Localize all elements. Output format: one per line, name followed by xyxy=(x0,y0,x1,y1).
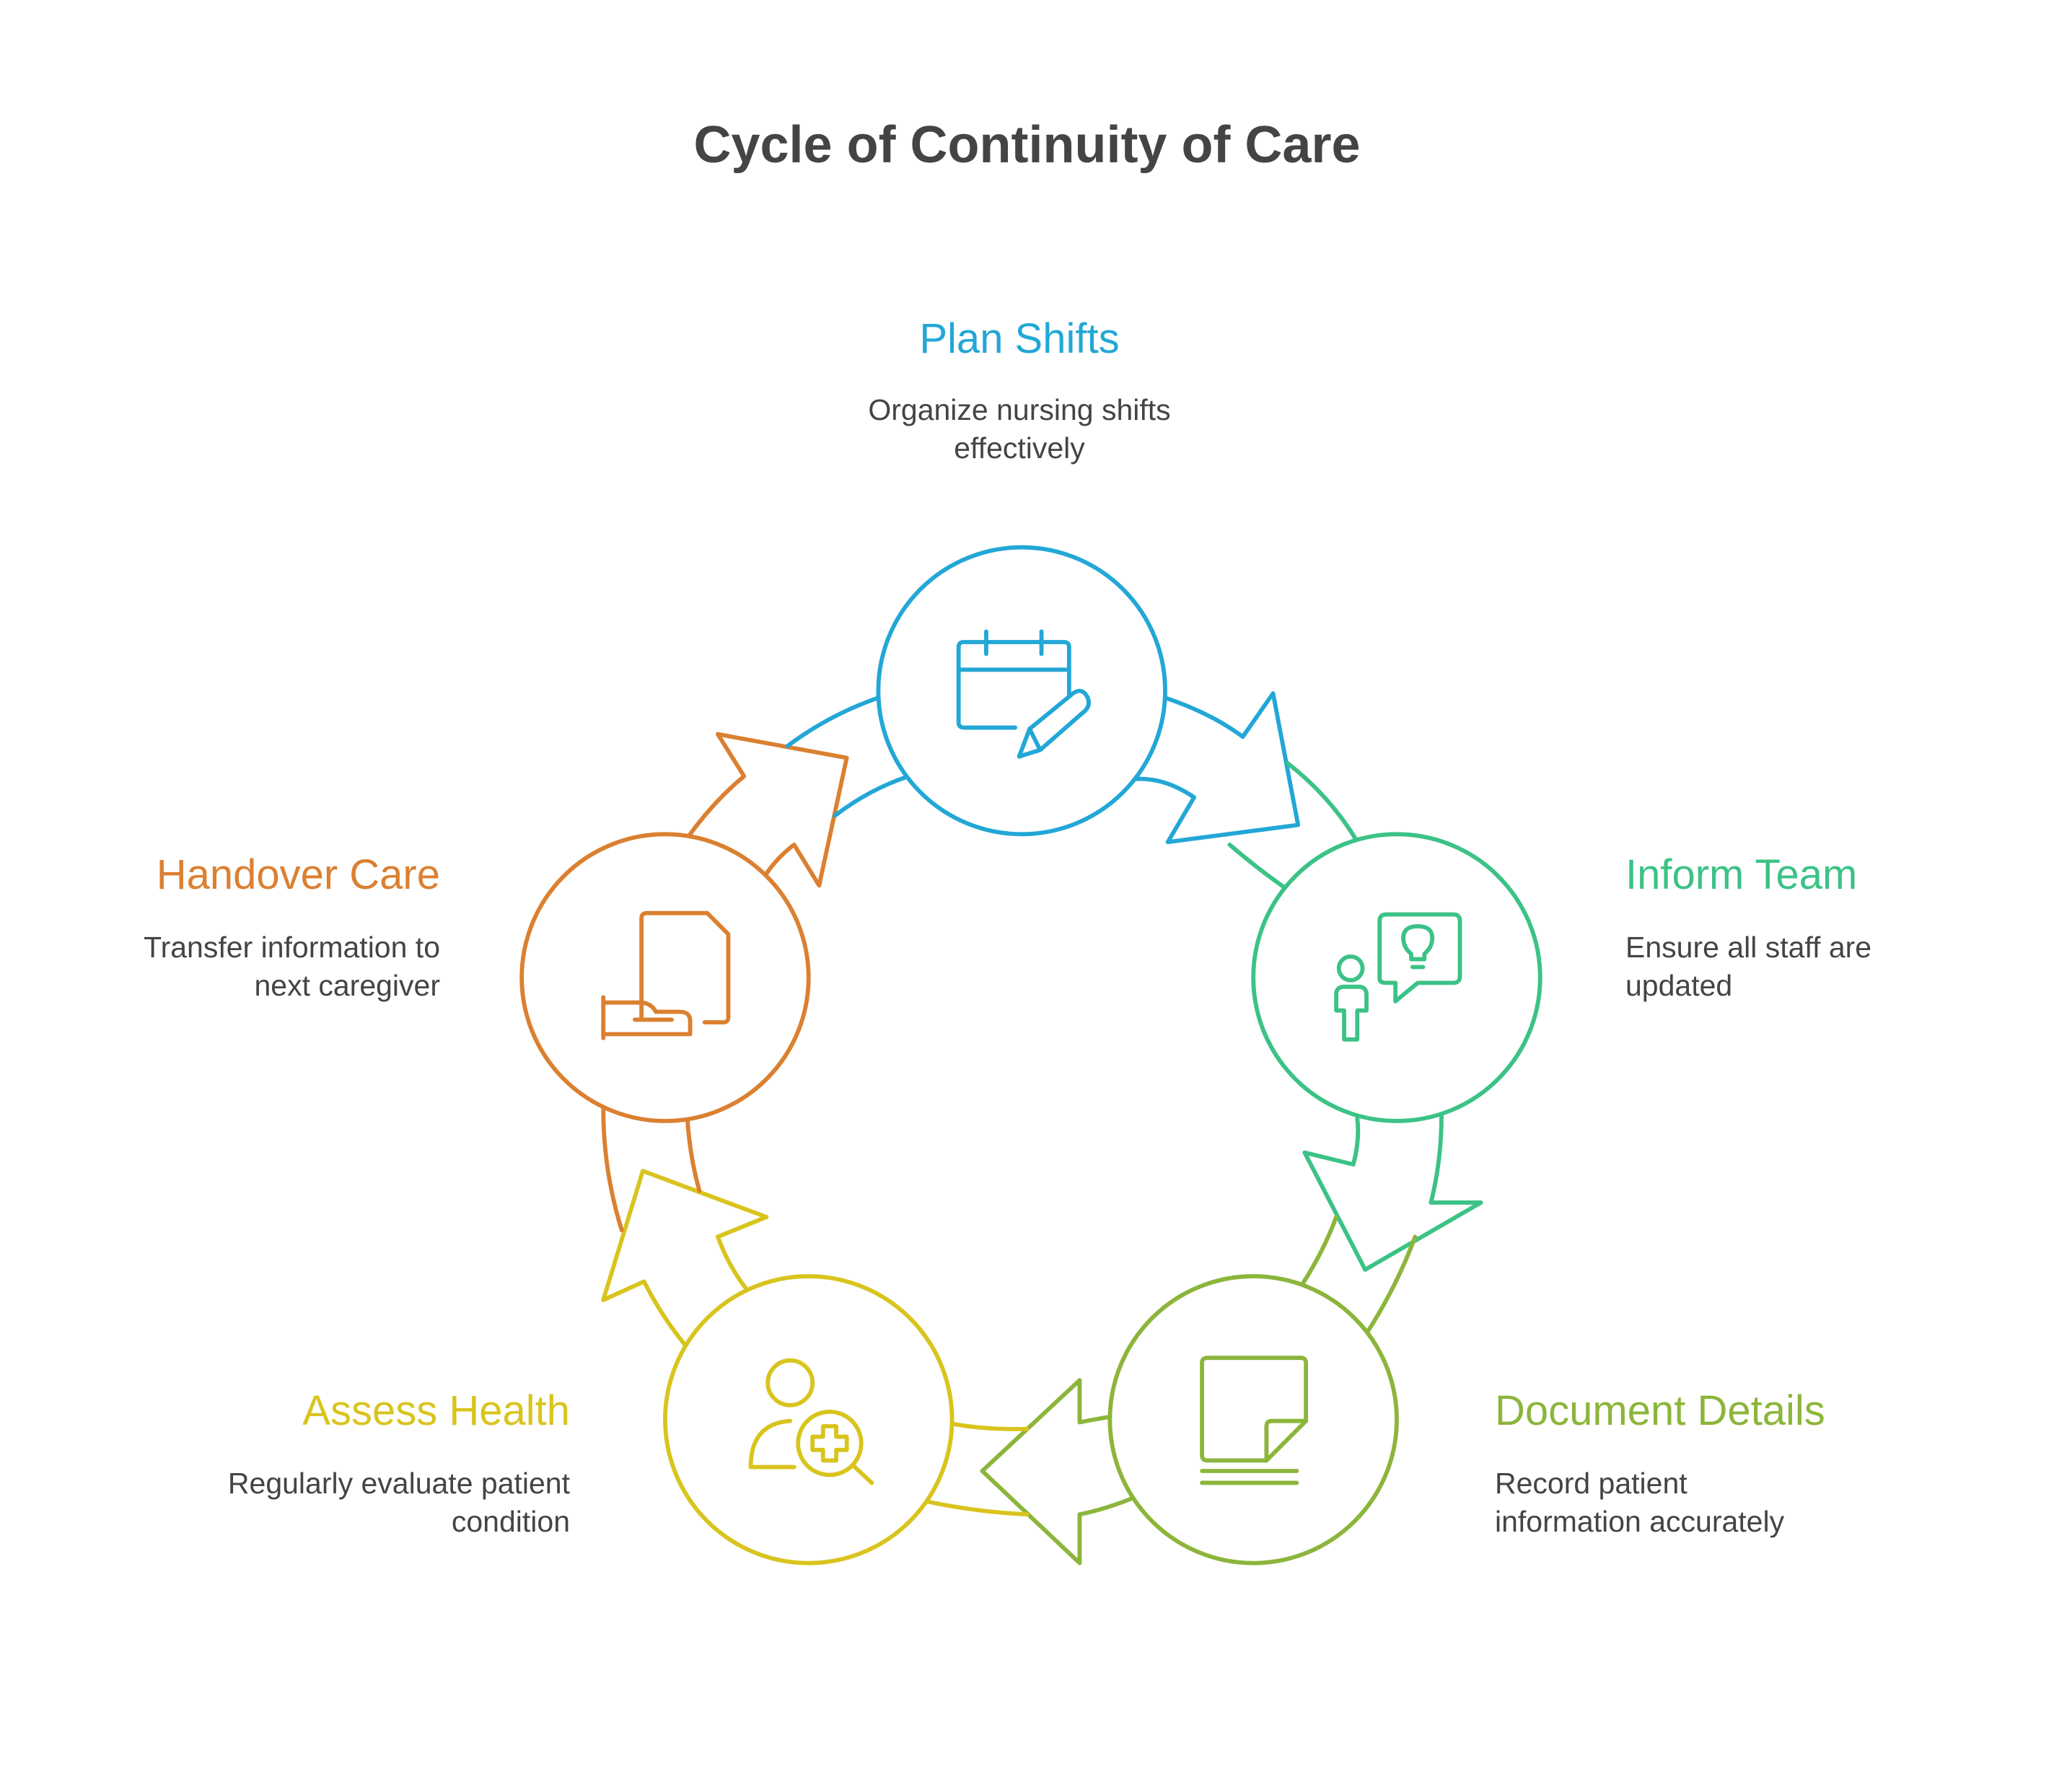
handover-care-description-line1: Transfer information to xyxy=(144,931,440,964)
plan-shifts-circle xyxy=(876,545,1167,837)
person-idea-bubble-icon xyxy=(1334,912,1462,1042)
document-details-title: Document Details xyxy=(1495,1387,1825,1434)
plan-shifts-description-line2: effectively xyxy=(954,431,1085,465)
document-details-description: Record patient information accurately xyxy=(1495,1464,1784,1542)
hand-document-icon xyxy=(601,910,731,1040)
person-medical-search-icon xyxy=(748,1358,874,1485)
inform-team-description-line1: Ensure all staff are xyxy=(1625,931,1872,964)
document-details-description-line1: Record patient xyxy=(1495,1467,1687,1500)
plan-shifts-title: Plan Shifts xyxy=(919,315,1120,362)
plan-shifts-description: Organize nursing shifts effectively xyxy=(767,391,1272,468)
assess-health-description-line1: Regularly evaluate patient xyxy=(227,1467,570,1500)
sticky-note-icon xyxy=(1200,1356,1309,1485)
inform-team-description: Ensure all staff are updated xyxy=(1625,928,1871,1006)
inform-team-description-line2: updated xyxy=(1625,969,1733,1003)
arrow-inform-to-document xyxy=(1298,1113,1483,1338)
document-details-description-line2: information accurately xyxy=(1495,1505,1785,1539)
handover-care-circle xyxy=(519,832,811,1123)
calendar-pencil-icon xyxy=(956,629,1091,759)
arrow-plan-to-inform xyxy=(1133,691,1359,890)
arrow-handover-to-plan xyxy=(688,695,911,888)
handover-care-title: Handover Care xyxy=(156,851,440,898)
plan-shifts-description-line1: Organize nursing shifts xyxy=(868,393,1171,426)
assess-health-description: Regularly evaluate patient condition xyxy=(65,1464,570,1542)
arrow-document-to-assess xyxy=(923,1378,1137,1565)
page-title: Cycle of Continuity of Care xyxy=(693,116,1361,174)
inform-team-circle xyxy=(1251,832,1542,1123)
inform-team-title: Inform Team xyxy=(1625,851,1858,898)
assess-health-title: Assess Health xyxy=(302,1387,570,1434)
handover-care-description: Transfer information to next caregiver xyxy=(7,928,440,1006)
assess-health-description-line2: condition xyxy=(451,1505,570,1539)
handover-care-description-line2: next caregiver xyxy=(254,969,440,1003)
arrow-assess-to-handover xyxy=(601,1107,769,1347)
document-details-circle xyxy=(1107,1274,1399,1565)
